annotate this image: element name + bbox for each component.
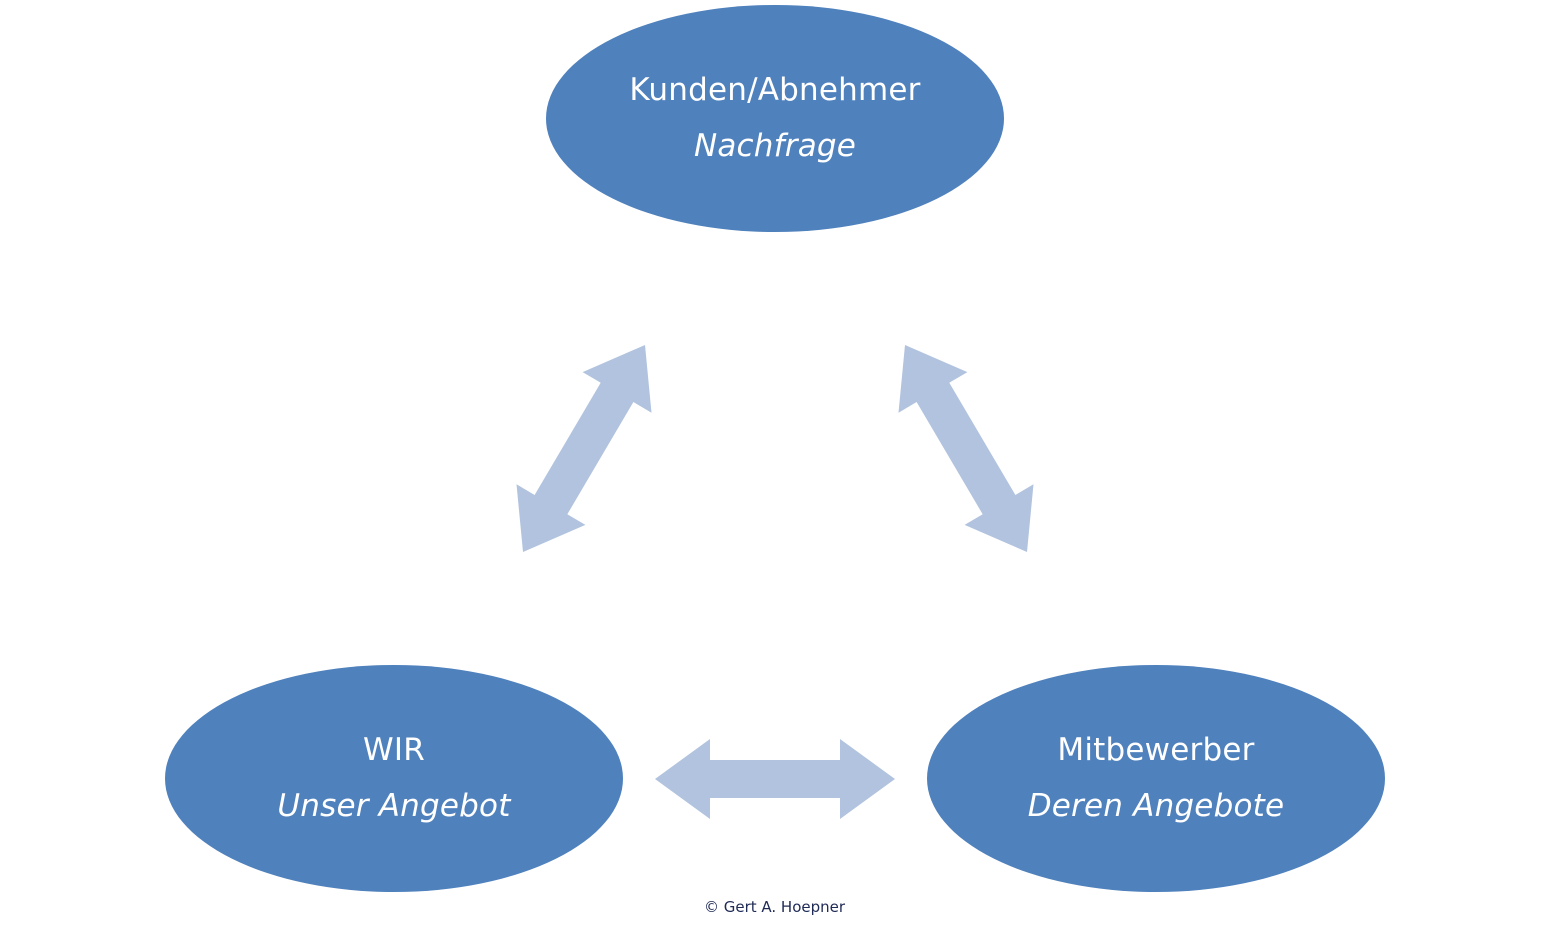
node-competitors: Mitbewerber Deren Angebote (927, 665, 1385, 892)
double-arrow-left-top (516, 345, 652, 552)
node-us-subtitle: Unser Angebot (277, 787, 511, 824)
node-competitors-title: Mitbewerber (1057, 732, 1255, 769)
double-arrow-top-right (898, 345, 1034, 552)
node-us-title: WIR (363, 732, 425, 769)
node-customers-subtitle: Nachfrage (693, 127, 857, 164)
double-arrow-left-right (655, 739, 895, 819)
node-us: WIR Unser Angebot (165, 665, 623, 892)
node-competitors-subtitle: Deren Angebote (1027, 787, 1285, 824)
node-customers: Kunden/Abnehmer Nachfrage (546, 5, 1004, 232)
node-customers-title: Kunden/Abnehmer (629, 72, 921, 109)
copyright-notice: © Gert A. Hoepner (703, 898, 846, 916)
